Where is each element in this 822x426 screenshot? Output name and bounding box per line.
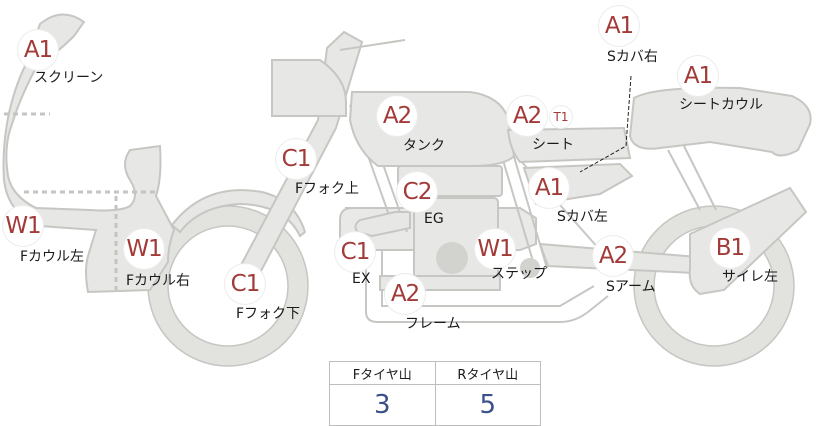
badge-exhaust: C1: [335, 232, 375, 272]
badge-step: W1: [475, 229, 515, 269]
label-engine: EG: [424, 211, 444, 227]
headlight: [271, 59, 347, 117]
rear-tread-value: 5: [434, 384, 541, 426]
front-fender: [170, 189, 307, 238]
badge-engine: C2: [397, 172, 437, 212]
label-side-cover-right: Sカバ右: [607, 49, 658, 65]
label-seat-cowl: シートカウル: [679, 97, 763, 113]
badge-swing-arm: A2: [593, 236, 633, 276]
label-seat: シート: [532, 137, 574, 153]
label-cowl-left: Fカウル左: [20, 249, 85, 265]
front-tread-value: 3: [329, 384, 436, 426]
front-tread-header: Fタイヤ山: [329, 361, 436, 385]
seat-shape: [506, 126, 632, 164]
label-screen: スクリーン: [34, 70, 104, 86]
badge-cowl-right: W1: [124, 229, 164, 269]
badge-frame: A2: [385, 274, 425, 314]
label-frame: フレーム: [405, 316, 461, 332]
badge-seat-sub: T1: [550, 106, 572, 128]
front-wheel: [148, 206, 308, 366]
label-fork-upper: Fフォク上: [295, 181, 360, 197]
label-exhaust: EX: [352, 271, 371, 287]
label-tank: タンク: [403, 138, 445, 154]
label-step: ステップ: [491, 266, 547, 282]
badge-cowl-left: W1: [3, 206, 43, 246]
badge-side-cover-right: A1: [599, 6, 639, 46]
label-cowl-right: Fカウル右: [126, 273, 191, 289]
label-side-cover-left: Sカバ左: [557, 209, 608, 225]
tire-tread-table: Fタイヤ山 Rタイヤ山 3 5: [329, 361, 541, 426]
badge-tank: A2: [377, 96, 417, 136]
badge-fork-lower: C1: [225, 264, 265, 304]
label-muffler-left: サイレ左: [722, 269, 778, 285]
label-swing-arm: Sアーム: [606, 279, 656, 295]
badge-muffler-left: B1: [710, 228, 750, 268]
badge-seat: A2: [507, 96, 547, 136]
badge-screen: A1: [18, 30, 58, 70]
badge-fork-upper: C1: [276, 139, 316, 179]
rear-tread-header: Rタイヤ山: [434, 361, 541, 385]
label-fork-lower: Fフォク下: [236, 306, 301, 322]
badge-seat-cowl: A1: [678, 56, 718, 96]
front-cowl: [2, 13, 176, 294]
badge-side-cover-left: A1: [529, 168, 569, 208]
rear-wheel: [634, 206, 794, 366]
exhaust-pipe: [354, 211, 411, 238]
